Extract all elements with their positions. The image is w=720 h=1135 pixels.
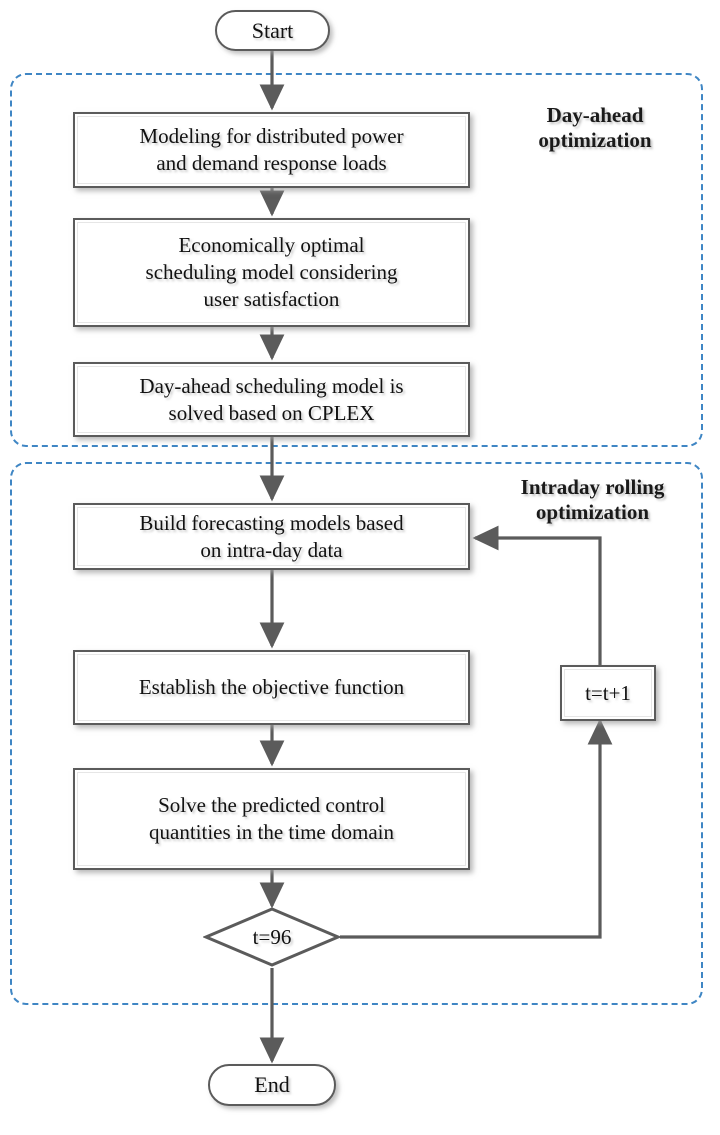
group-day-ahead-optimization bbox=[10, 73, 703, 447]
node-cplex-solve-label: Day-ahead scheduling model is solved bas… bbox=[139, 373, 404, 425]
node-predicted-control[interactable]: Solve the predicted control quantities i… bbox=[73, 768, 470, 870]
node-objective[interactable]: Establish the objective function bbox=[73, 650, 470, 725]
group-intraday-rolling-optimization bbox=[10, 462, 703, 1005]
node-modeling[interactable]: Modeling for distributed power and deman… bbox=[73, 112, 470, 188]
node-increment-label: t=t+1 bbox=[585, 680, 631, 705]
node-predicted-control-label: Solve the predicted control quantities i… bbox=[149, 793, 394, 844]
group-label-day-ahead: Day-ahead optimization bbox=[538, 103, 652, 152]
node-objective-label: Establish the objective function bbox=[138, 675, 405, 699]
group-label-intraday: Intraday rolling optimization bbox=[520, 475, 665, 524]
terminator-start[interactable]: Start bbox=[215, 10, 330, 51]
node-forecasting[interactable]: Build forecasting models based on intra-… bbox=[73, 503, 470, 570]
node-increment[interactable]: t=t+1 bbox=[560, 665, 656, 721]
decision-shape bbox=[202, 907, 342, 967]
node-forecasting-label: Build forecasting models based on intra-… bbox=[139, 510, 404, 562]
decision-time-check[interactable]: t=96 bbox=[202, 906, 342, 968]
node-economic-model[interactable]: Economically optimal scheduling model co… bbox=[73, 218, 470, 327]
node-modeling-label: Modeling for distributed power and deman… bbox=[139, 124, 404, 175]
node-cplex-solve[interactable]: Day-ahead scheduling model is solved bas… bbox=[73, 362, 470, 437]
node-economic-model-label: Economically optimal scheduling model co… bbox=[145, 233, 398, 311]
terminator-start-label: Start bbox=[251, 17, 294, 43]
terminator-end[interactable]: End bbox=[208, 1064, 336, 1106]
terminator-end-label: End bbox=[254, 1072, 290, 1097]
